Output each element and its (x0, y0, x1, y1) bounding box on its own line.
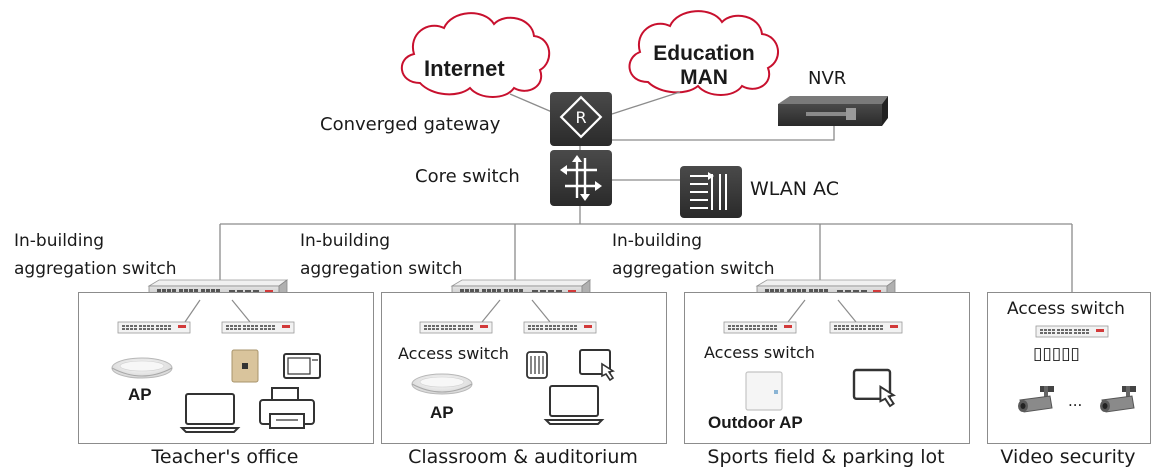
wlan-ac-icon (680, 166, 742, 218)
aggregation-switch-label-1-line1: In-building (14, 231, 105, 251)
core-switch-label: Core switch (415, 166, 520, 187)
aggregation-switch-label-2-line1: In-building (300, 231, 391, 251)
internet-cloud (400, 12, 550, 98)
converged-gateway-label: Converged gateway (320, 114, 501, 135)
zone-classroom-auditorium (381, 292, 667, 444)
access-switch-icon (829, 321, 903, 334)
tablet-icon (579, 349, 614, 381)
camera-icon (1099, 385, 1137, 413)
caption-teachers-office: Teacher's office (151, 446, 299, 468)
laptop-icon (545, 385, 603, 425)
access-switch-label: Access switch (704, 343, 815, 362)
laptop-icon (181, 393, 239, 433)
access-switch-icon (221, 321, 295, 334)
access-switch-label: Access switch (1007, 299, 1125, 319)
nvr-label: NVR (808, 68, 847, 89)
wlan-ac-label: WLAN AC (750, 178, 839, 200)
access-switch-icon (523, 321, 597, 334)
camera-icon (1017, 385, 1055, 413)
caption-video-security: Video security (1000, 446, 1136, 468)
outdoor-ap-icon (745, 371, 783, 411)
ceiling-ap-icon (411, 373, 473, 395)
aggregation-switch-label-1-line2: aggregation switch (14, 259, 177, 279)
upper-links (219, 91, 1073, 292)
camera-glyphs: ▯▯▯▯▯ (1033, 344, 1080, 364)
nvr-icon (778, 96, 888, 126)
aggregation-switch-label-3-line2: aggregation switch (612, 259, 775, 279)
ap-label: AP (128, 385, 152, 404)
wall-plate-ap-icon (231, 349, 259, 383)
svg-text:R: R (575, 108, 586, 127)
aggregation-switch-label-3-line1: In-building (612, 231, 703, 251)
aggregation-switch-label-2-line2: aggregation switch (300, 259, 463, 279)
outdoor-ap-label: Outdoor AP (708, 413, 803, 432)
ceiling-ap-icon (111, 357, 173, 379)
access-switch-icon (117, 321, 191, 334)
ap-label: AP (430, 403, 454, 422)
education-man-cloud (628, 10, 779, 96)
access-switch-icon (723, 321, 797, 334)
caption-sports-field-parking: Sports field & parking lot (707, 446, 945, 468)
zone-video-security (987, 292, 1151, 444)
desktop-computer-icon (283, 353, 321, 379)
access-switch-label: Access switch (398, 344, 509, 363)
caption-classroom-auditorium: Classroom & auditorium (408, 446, 638, 468)
access-switch-icon (419, 321, 493, 334)
cameras-ellipsis: ... (1068, 392, 1083, 410)
education-man-label-line1: Education (653, 42, 755, 65)
zone-sports-field-parking (684, 292, 970, 444)
printer-icon (259, 387, 315, 429)
router-icon: R (550, 92, 612, 146)
internet-label: Internet (424, 56, 505, 81)
core-switch-icon (550, 150, 612, 206)
tablet-icon (852, 368, 895, 408)
education-man-label-line2: MAN (680, 66, 728, 89)
ap-device-icon (526, 351, 548, 379)
access-switch-icon (1035, 325, 1109, 338)
